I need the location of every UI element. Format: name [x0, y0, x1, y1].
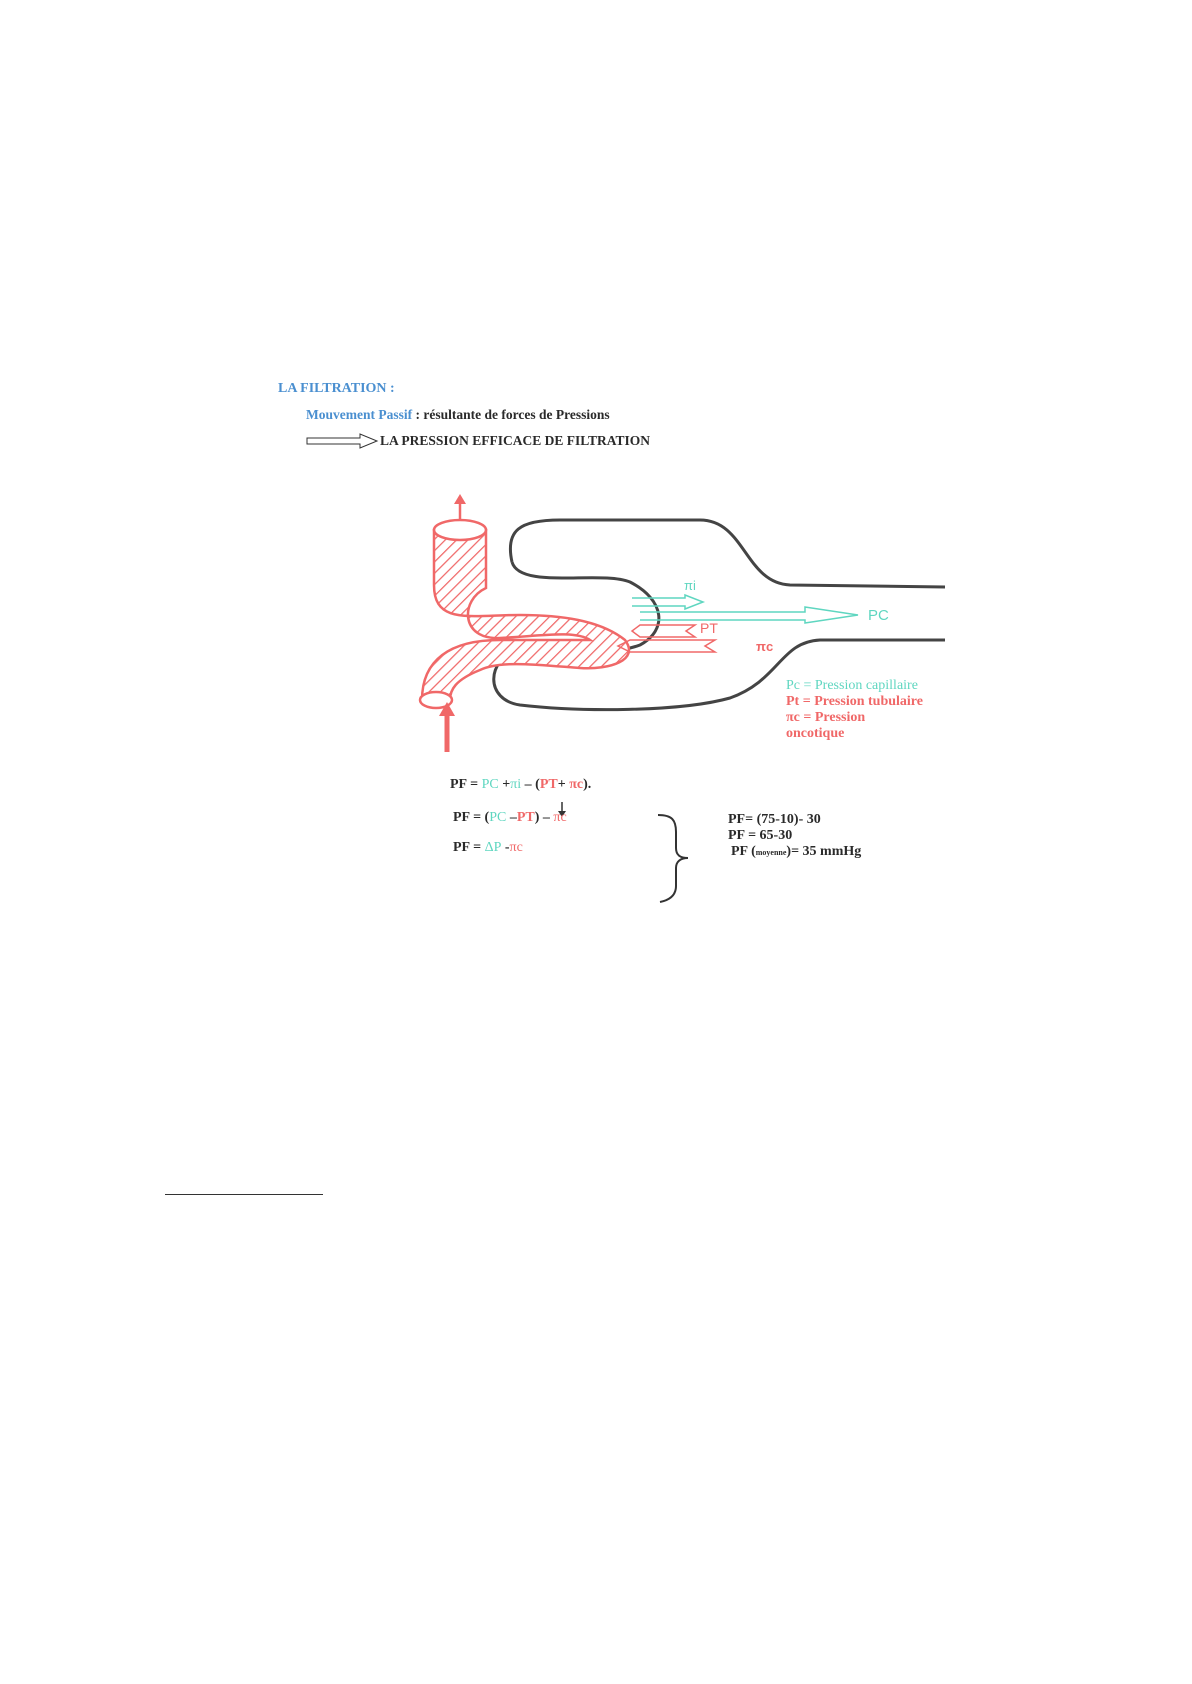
r3-part: PF (	[731, 844, 756, 859]
arrow-pc-icon	[640, 606, 859, 624]
f1-part: +	[557, 777, 570, 792]
footnote-rule	[165, 1194, 323, 1195]
f1-part: PF =	[450, 777, 482, 792]
arrow-line-text: LA PRESSION EFFICACE DE FILTRATION	[380, 433, 651, 448]
f1-pi: πi	[510, 777, 522, 792]
f3-part: -	[501, 840, 510, 855]
formula-2: PF = (PC –PT) – πc	[453, 810, 567, 826]
arrow-up-icon	[454, 494, 466, 520]
legend-item-pt: Pt = Pression tubulaire	[786, 694, 923, 709]
f3-delta-p: ΔP	[484, 840, 502, 855]
f2-part: PF = (	[453, 810, 490, 825]
r3-part: )= 35 mmHg	[786, 844, 862, 859]
f1-part: ).	[583, 777, 592, 792]
arrow-pt-icon	[630, 624, 698, 638]
f3-part: PF =	[453, 840, 485, 855]
vessel-top-opening	[432, 518, 488, 542]
result-2: PF = 65-30	[728, 828, 793, 843]
arrow-pic-icon	[616, 639, 718, 653]
r3-moyenne: moyenne	[755, 848, 787, 857]
legend-item-pc: Pc = Pression capillaire	[786, 678, 918, 693]
subtitle: Mouvement Passif : résultante de forces …	[306, 407, 610, 423]
double-arrow-icon	[306, 433, 379, 449]
f1-pc: PC	[481, 777, 499, 792]
formula-1: PF = PC +πi – (PT+ πc).	[450, 777, 591, 793]
legend: Pc = Pression capillaire Pt = Pression t…	[786, 678, 923, 742]
result-3: PF (moyenne)= 35 mmHg	[728, 844, 861, 861]
f1-pic: πc	[569, 777, 584, 792]
result-block: PF= (75-10)- 30 PF = 65-30 PF (moyenne)=…	[728, 812, 861, 861]
legend-item-pic: πc = Pression	[786, 710, 866, 725]
f1-part: – (	[521, 777, 540, 792]
arrow-down-icon	[558, 802, 566, 817]
f2-pic: πc	[553, 810, 567, 825]
f3-pic: πc	[509, 840, 523, 855]
section-heading: LA FILTRATION :	[278, 381, 395, 396]
label-pc: PC	[868, 607, 889, 624]
arrow-up-icon	[439, 702, 455, 752]
vessel-bottom-opening	[418, 690, 454, 710]
f2-pc: PC	[489, 810, 507, 825]
f2-part: –	[506, 810, 517, 825]
subtitle-sep: :	[412, 407, 424, 422]
formula-3: PF = ΔP -πc	[453, 840, 523, 856]
label-pt: PT	[700, 620, 718, 636]
f1-pt: PT	[539, 777, 558, 792]
subtitle-label: Mouvement Passif	[306, 407, 413, 422]
legend-item-oncotique: oncotique	[786, 726, 845, 741]
f2-pt: PT	[516, 810, 535, 825]
f1-part: +	[498, 777, 511, 792]
label-pi: πi	[684, 578, 696, 593]
f2-part: ) –	[534, 810, 554, 825]
brace	[657, 814, 689, 903]
label-pic: πc	[756, 639, 773, 654]
arrow-pi-icon	[632, 593, 706, 611]
capsule-outline	[508, 518, 946, 589]
result-1: PF= (75-10)- 30	[728, 812, 821, 827]
capillary-loop	[420, 528, 631, 702]
subtitle-text: résultante de forces de Pressions	[423, 407, 610, 422]
